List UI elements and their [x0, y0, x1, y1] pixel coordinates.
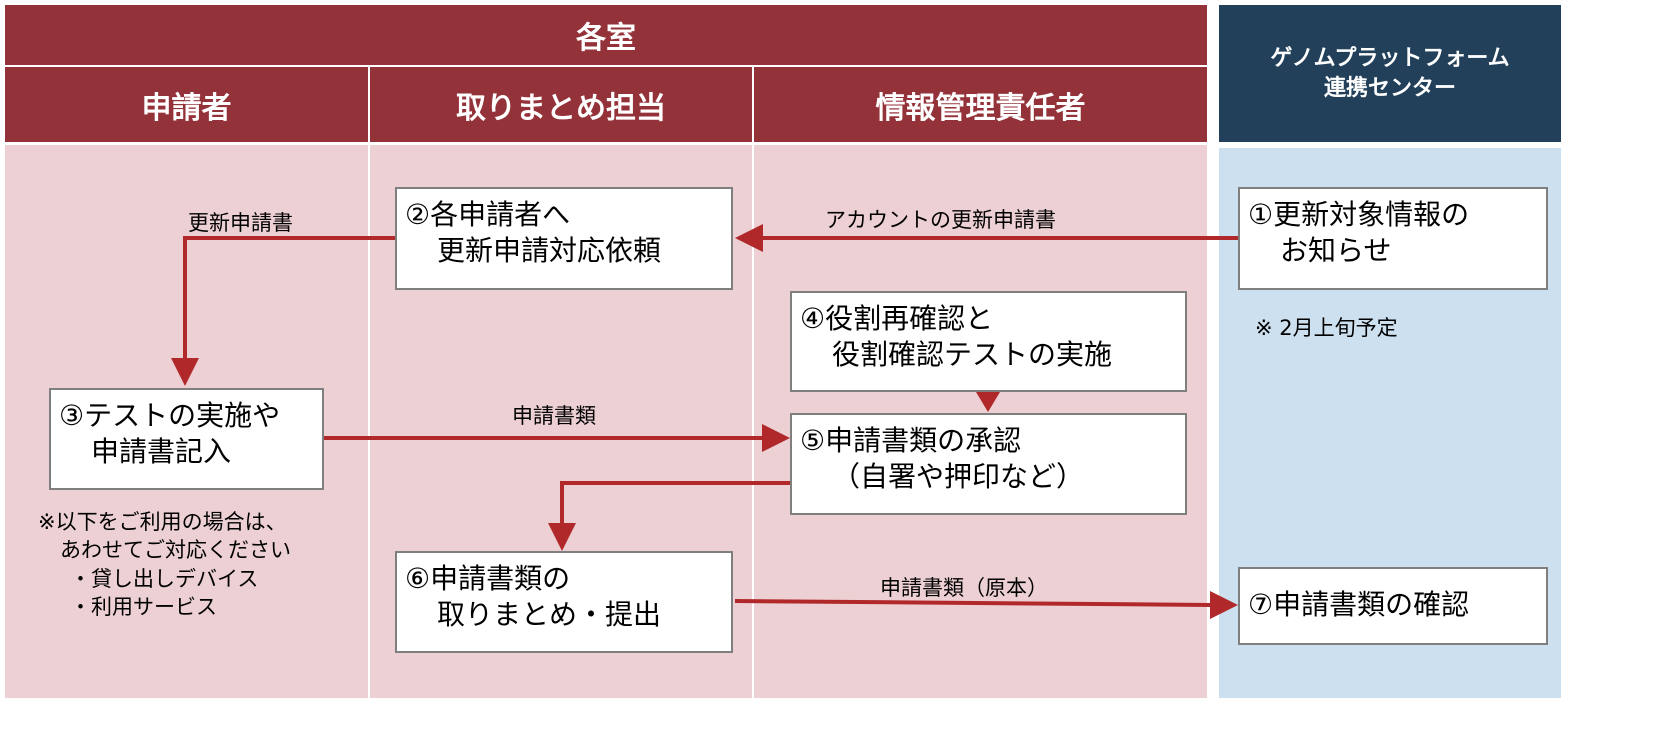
- arrowhead: [762, 424, 790, 452]
- step-2-box: ②各申請者へ更新申請対応依頼: [395, 187, 733, 290]
- step-text: ③テストの実施や: [59, 399, 281, 432]
- note-line: ・利用サービス: [70, 595, 217, 620]
- arrowhead: [735, 224, 763, 252]
- step-text: ④役割再確認と: [800, 302, 994, 335]
- step-text: ①更新対象情報の: [1248, 198, 1470, 231]
- column-title: 情報管理責任者: [875, 90, 1086, 126]
- label-renewal-form: 更新申請書: [188, 211, 293, 235]
- label-account-renewal: アカウントの更新申請書: [825, 208, 1056, 232]
- applicant-note: ※以下をご利用の場合は、 あわせてご対応ください ・貸し出しデバイス ・利用サー…: [38, 508, 291, 621]
- step-text: ⑤申請書類の承認: [800, 424, 1022, 457]
- schedule-note: ※ 2月上旬予定: [1255, 316, 1398, 340]
- column-header-manager: 情報管理責任者: [754, 67, 1207, 142]
- arrowhead: [548, 523, 576, 551]
- arrow-2-to-3: [183, 236, 395, 370]
- arrow-5-to-6: [560, 481, 790, 530]
- note-line: ※以下をご利用の場合は、: [38, 510, 287, 534]
- column-header-applicant: 申請者: [5, 67, 368, 142]
- step-text: ②各申請者へ: [405, 198, 571, 231]
- step-7-box: ⑦申請書類の確認: [1238, 567, 1548, 645]
- note-line: あわせてご対応ください: [60, 538, 291, 563]
- label-original-documents: 申請書類（原本）: [880, 576, 1048, 600]
- group-title: 各室: [576, 21, 636, 56]
- arrow-6-to-7: [734, 599, 1213, 607]
- column-header-center: ゲノムプラットフォーム連携センター: [1219, 5, 1561, 142]
- step-text: 役割確認テストの実施: [832, 338, 1113, 372]
- group-header: 各室: [5, 5, 1207, 65]
- step-text: ⑥申請書類の: [405, 562, 571, 595]
- center-title-line2: 連携センター: [1323, 75, 1456, 101]
- center-title-line1: ゲノムプラットフォーム: [1270, 45, 1510, 71]
- step-text: 申請書記入: [91, 435, 232, 469]
- note-line: ・貸し出しデバイス: [70, 566, 259, 591]
- arrowhead: [171, 358, 199, 386]
- step-text: 取りまとめ・提出: [437, 598, 662, 632]
- column-header-coordinator: 取りまとめ担当: [370, 67, 752, 142]
- step-1-box: ①更新対象情報のお知らせ: [1238, 187, 1548, 290]
- arrowhead: [1210, 591, 1238, 619]
- step-6-box: ⑥申請書類の取りまとめ・提出: [395, 551, 733, 653]
- column-title: 取りまとめ担当: [456, 90, 666, 126]
- step-4-box: ④役割再確認と役割確認テストの実施: [790, 291, 1187, 392]
- step-3-box: ③テストの実施や申請書記入: [49, 388, 324, 490]
- column-title: 申請者: [141, 90, 232, 126]
- step-text: ⑦申請書類の確認: [1248, 588, 1470, 621]
- step-text: （自署や押印など）: [832, 460, 1085, 494]
- step-5-box: ⑤申請書類の承認（自署や押印など）: [790, 413, 1187, 515]
- label-documents: 申請書類: [512, 404, 596, 428]
- step-text: 更新申請対応依頼: [437, 234, 662, 268]
- arrowhead: [976, 392, 1000, 412]
- step-text: お知らせ: [1280, 234, 1392, 268]
